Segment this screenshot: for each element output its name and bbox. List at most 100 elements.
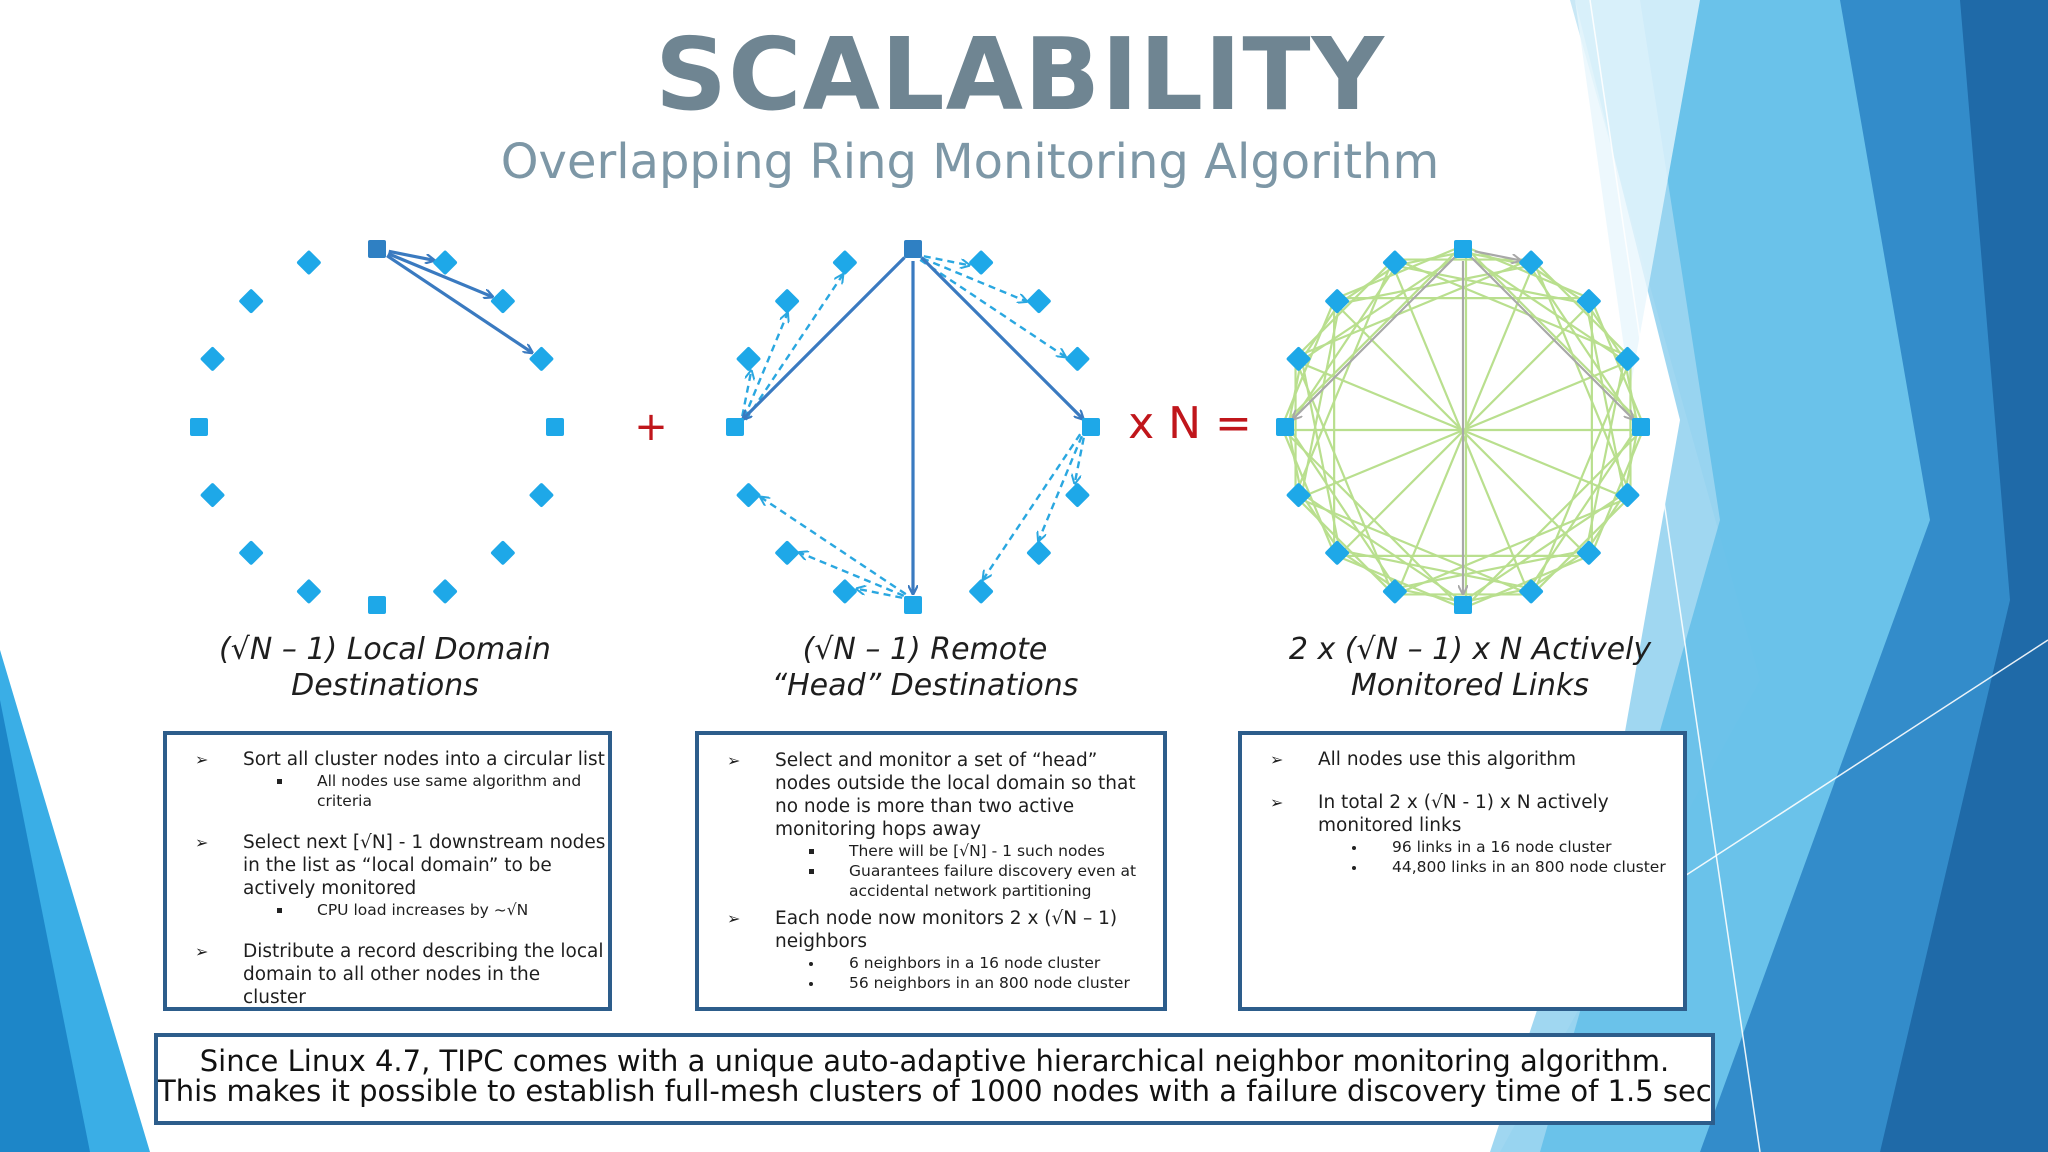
- node-icon: [775, 540, 800, 565]
- bullet-list: All nodes use this algorithm In total 2 …: [1242, 748, 1673, 877]
- mesh-head-arrow: [1470, 256, 1632, 418]
- caption-remote-heads: (√N – 1) Remote “Head” Destinations: [740, 632, 1110, 704]
- caption-line: “Head” Destinations: [771, 668, 1079, 703]
- node-icon: [239, 540, 264, 565]
- remote-local-arrow: [1075, 437, 1085, 483]
- mesh-link: [1335, 554, 1463, 609]
- node-icon: [1632, 418, 1650, 436]
- node-icon: [726, 418, 744, 436]
- list-item: All nodes use this algorithm: [1242, 748, 1673, 771]
- sub-list-item: Guarantees failure discovery even at acc…: [699, 861, 1145, 901]
- caption-line: 2 x (√N – 1) x N Actively: [1288, 632, 1652, 667]
- remote-local-arrow: [743, 314, 787, 419]
- list-item: Select next [√N] - 1 downstream nodes in…: [167, 831, 608, 900]
- node-icon: [1382, 579, 1407, 604]
- node-icon: [1082, 418, 1100, 436]
- monitored-links-box: All nodes use this algorithm In total 2 …: [1238, 731, 1687, 1011]
- mesh-link: [1296, 496, 1531, 596]
- mesh-link: [1295, 259, 1394, 358]
- mesh-head-arrow: [1474, 250, 1520, 260]
- node-icon: [200, 346, 225, 371]
- sub-list-item: 6 neighbors in a 16 node cluster: [699, 953, 1145, 973]
- remote-local-arrow: [741, 372, 751, 417]
- node-icon: [1026, 540, 1051, 565]
- bullet-list: Select and monitor a set of “head” nodes…: [699, 749, 1145, 993]
- sub-list-item: 44,800 links in an 800 node cluster: [1242, 857, 1673, 877]
- sub-list-item: 56 neighbors in an 800 node cluster: [699, 973, 1145, 993]
- local-link-arrow: [387, 252, 492, 297]
- node-icon: [1276, 418, 1294, 436]
- remote-local-arrow: [761, 498, 907, 596]
- summary-line: Since Linux 4.7, TIPC comes with a uniqu…: [199, 1044, 1670, 1078]
- node-icon: [1519, 250, 1544, 275]
- mesh-link: [1464, 246, 1644, 426]
- sub-list-item: All nodes use same algorithm and criteri…: [167, 771, 608, 811]
- node-icon: [529, 483, 554, 508]
- node-icon: [969, 250, 994, 275]
- mesh-link: [1335, 245, 1463, 300]
- local-domain-ring: [190, 240, 564, 614]
- node-icon: [1382, 250, 1407, 275]
- remote-local-arrow: [921, 257, 1026, 301]
- node-icon: [736, 346, 761, 371]
- remote-head-ring: [726, 240, 1100, 614]
- bullet-list: Sort all cluster nodes into a circular l…: [167, 748, 608, 1009]
- node-icon: [775, 289, 800, 314]
- mesh-link: [1532, 259, 1631, 358]
- node-icon: [490, 289, 515, 314]
- list-item: Select and monitor a set of “head” nodes…: [699, 749, 1145, 841]
- node-icon: [1325, 289, 1350, 314]
- local-link-arrow: [386, 254, 531, 353]
- page-title: SCALABILITY: [655, 16, 1385, 133]
- node-icon: [239, 289, 264, 314]
- node-icon: [368, 596, 386, 614]
- list-item: Distribute a record describing the local…: [167, 940, 608, 1009]
- head-link-arrow: [743, 256, 906, 418]
- mesh-link: [1463, 245, 1591, 300]
- node-icon: [368, 240, 386, 258]
- mesh-link: [1282, 246, 1462, 426]
- plus-operator: +: [634, 404, 668, 450]
- node-icon: [200, 483, 225, 508]
- caption-line: (√N – 1) Local Domain: [219, 632, 551, 667]
- remote-heads-box: Select and monitor a set of “head” nodes…: [695, 731, 1167, 1011]
- mesh-link: [1532, 496, 1631, 595]
- node-icon: [546, 418, 564, 436]
- page-subtitle: Overlapping Ring Monitoring Algorithm: [500, 134, 1440, 190]
- node-icon: [1286, 483, 1311, 508]
- node-icon: [1325, 540, 1350, 565]
- node-icon: [1065, 483, 1090, 508]
- caption-local-domain: (√N – 1) Local Domain Destinations: [200, 632, 570, 704]
- node-icon: [1576, 540, 1601, 565]
- node-icon: [1026, 289, 1051, 314]
- mesh-link: [1590, 427, 1645, 555]
- mesh-link: [1532, 260, 1632, 495]
- summary-box: Since Linux 4.7, TIPC comes with a uniqu…: [154, 1033, 1715, 1125]
- mesh-link: [1463, 554, 1591, 609]
- node-icon: [296, 579, 321, 604]
- node-icon: [529, 346, 554, 371]
- remote-local-arrow: [744, 275, 843, 421]
- mesh-link: [1294, 260, 1394, 495]
- node-icon: [490, 540, 515, 565]
- remote-local-arrow: [919, 258, 1064, 357]
- node-icon: [190, 418, 208, 436]
- node-icon: [433, 579, 458, 604]
- head-link-arrow: [920, 256, 1082, 418]
- local-domain-box: Sort all cluster nodes into a circular l…: [163, 731, 612, 1011]
- node-icon: [832, 250, 857, 275]
- mesh-link: [1295, 496, 1394, 595]
- mesh-link: [1395, 496, 1630, 596]
- mesh-link: [1281, 427, 1336, 555]
- local-link-arrow: [388, 249, 434, 260]
- node-icon: [296, 250, 321, 275]
- mesh-link: [1391, 263, 1530, 594]
- node-icon: [904, 596, 922, 614]
- node-icon: [1065, 346, 1090, 371]
- node-icon: [736, 483, 761, 508]
- list-item: Sort all cluster nodes into a circular l…: [167, 748, 608, 771]
- node-icon: [1519, 579, 1544, 604]
- mesh-link: [1281, 299, 1336, 427]
- sub-list-item: 96 links in a 16 node cluster: [1242, 837, 1673, 857]
